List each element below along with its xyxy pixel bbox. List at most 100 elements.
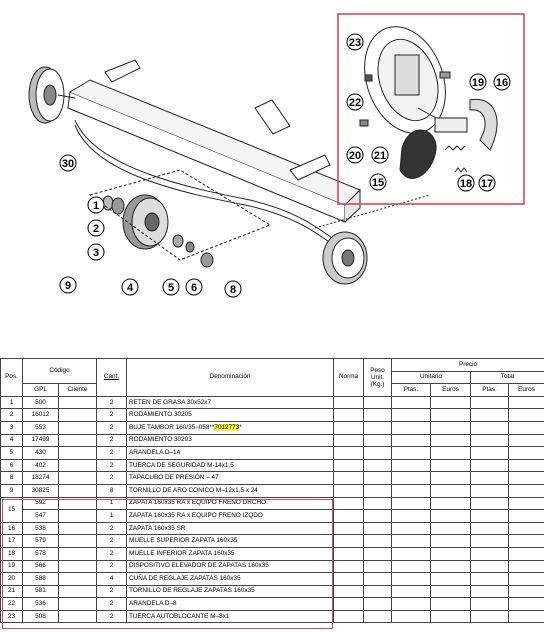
denominacion-text: RODAMIENTO 30205: [129, 411, 192, 419]
cell-pos: 23: [0, 609, 23, 624]
header-total: Total: [470, 370, 544, 385]
cell-norma: [333, 609, 365, 624]
cell-unit-euros: [430, 609, 472, 624]
cell-cliente: [57, 572, 98, 586]
cell-cliente: [57, 496, 98, 511]
cell-unit-euros: [430, 546, 472, 561]
header-peso: Peso Unit. (Kg.): [363, 358, 393, 397]
cell-norma: [333, 420, 365, 435]
cell-unit-euros: [430, 534, 472, 548]
cell-total-ptas: [470, 496, 510, 511]
cell-pos: 5: [0, 446, 23, 460]
cell-cant: 2: [96, 420, 128, 435]
cell-denominacion: TORNILLO DE REGLAJE ZAPATAS 160x35: [126, 584, 335, 599]
cell-total-ptas: [470, 408, 510, 422]
cell-gpl: 30825: [22, 483, 59, 498]
cell-unit-euros: [430, 496, 472, 511]
callout-20: 20: [346, 146, 364, 164]
cell-peso: [363, 609, 393, 624]
cell-unit-ptas: [391, 584, 432, 599]
cell-unit-ptas: [391, 559, 432, 574]
cell-denominacion: TUERCA DE SEGURIDAD M-14x1,5: [126, 458, 335, 473]
highlighted-code: 7012773: [214, 423, 240, 431]
cell-total-euros: [508, 395, 544, 410]
brake-cable: [74, 119, 336, 241]
callout-3: 3: [87, 243, 105, 261]
cell-gpl: 538: [22, 521, 59, 536]
callout-21: 21: [371, 146, 389, 164]
svg-text:22: 22: [349, 97, 361, 109]
cell-gpl: 18274: [22, 471, 59, 485]
cell-cliente: [57, 546, 98, 561]
denominacion-text: ARANDELA D–14: [129, 448, 181, 456]
cell-total-euros: [508, 597, 544, 611]
cell-cliente: [57, 609, 98, 624]
svg-text:15: 15: [372, 177, 384, 189]
cell-denominacion: MUELLE INFERIOR ZAPATA 160x35: [126, 546, 335, 561]
cell-total-euros: [508, 609, 544, 624]
cell-cliente: [57, 597, 98, 611]
header-precio: Precio: [391, 358, 544, 372]
cell-cant: 2: [96, 521, 128, 536]
svg-text:5: 5: [168, 282, 174, 294]
cell-cant: 4: [96, 572, 128, 586]
inset-frame: [337, 13, 525, 205]
cell-cliente: [57, 521, 98, 536]
cell-pos: 20: [0, 572, 23, 586]
header-cliente: Cliente: [57, 383, 98, 397]
cell-gpl: 430: [22, 446, 59, 460]
cell-unit-euros: [430, 420, 472, 435]
cell-denominacion: ZAPATA 160x35 RA x EQUIPO FRENO DRCHO.: [126, 496, 335, 511]
denominacion-text: RETEN DE GRASA 30x52x7: [129, 398, 212, 406]
header-codigo: Código: [21, 357, 98, 385]
callout-19: 19: [469, 73, 487, 91]
axle-exploded-diagram: 1 2 3 4 5 6 8 9 15 16 17 18 19 20 21 22 …: [28, 13, 525, 298]
cell-denominacion: BUJE TAMBOR 160/35–058**7012773*: [126, 420, 335, 435]
cell-norma: [333, 395, 365, 410]
cell-cant: 2: [96, 534, 128, 548]
callout-30: 30: [59, 154, 77, 172]
springs-and-parts: [359, 71, 468, 173]
cell-peso: [363, 496, 393, 511]
cell-denominacion: TUERCA AUTOBLOCANTE M–8x1: [126, 609, 335, 624]
cell-norma: [333, 483, 365, 498]
header-denominacion: Denominación: [126, 358, 335, 397]
cell-gpl: 16012: [22, 408, 59, 422]
denominacion-text: BUJE TAMBOR 160/35–058**: [129, 423, 215, 431]
cell-denominacion: RODAMIENTO 30203: [126, 433, 335, 448]
cell-unit-euros: [430, 572, 472, 586]
callout-2: 2: [87, 219, 105, 237]
left-hub: [28, 66, 76, 124]
cell-peso: [363, 597, 393, 611]
svg-text:20: 20: [349, 150, 361, 162]
cell-unit-ptas: [391, 395, 432, 410]
parts-table: Pos. Código Cant. Denominación Norma Pes…: [0, 357, 544, 624]
cell-denominacion: MUELLE SUPERIOR ZAPATA 160x35: [126, 534, 335, 548]
cell-unit-ptas: [391, 509, 432, 523]
cell-unit-ptas: [391, 597, 432, 611]
cell-norma: [333, 446, 365, 460]
cell-cant: 1: [96, 496, 128, 511]
cell-total-euros: [508, 483, 544, 498]
cell-pos: 4: [0, 433, 23, 448]
cell-total-euros: [508, 420, 544, 435]
svg-text:4: 4: [127, 282, 134, 294]
cell-cant: 2: [96, 597, 128, 611]
cell-cant: 2: [96, 446, 128, 460]
cell-unit-euros: [430, 584, 472, 599]
cell-cliente: [57, 509, 98, 523]
cell-total-euros: [508, 509, 544, 523]
cell-denominacion: ZAPATA 160x35 RA x EQUIPO FRENO IZQDO: [126, 509, 335, 523]
cell-cliente: [57, 534, 98, 548]
cell-gpl: 500: [22, 395, 59, 410]
cell-total-ptas: [470, 420, 510, 435]
denominacion-text: TAPACUBO DE PRESIÓN – 47: [129, 474, 219, 482]
denominacion-text: TORNILLO DE ARO CONICO M–12x1,5 x 24: [129, 486, 258, 494]
